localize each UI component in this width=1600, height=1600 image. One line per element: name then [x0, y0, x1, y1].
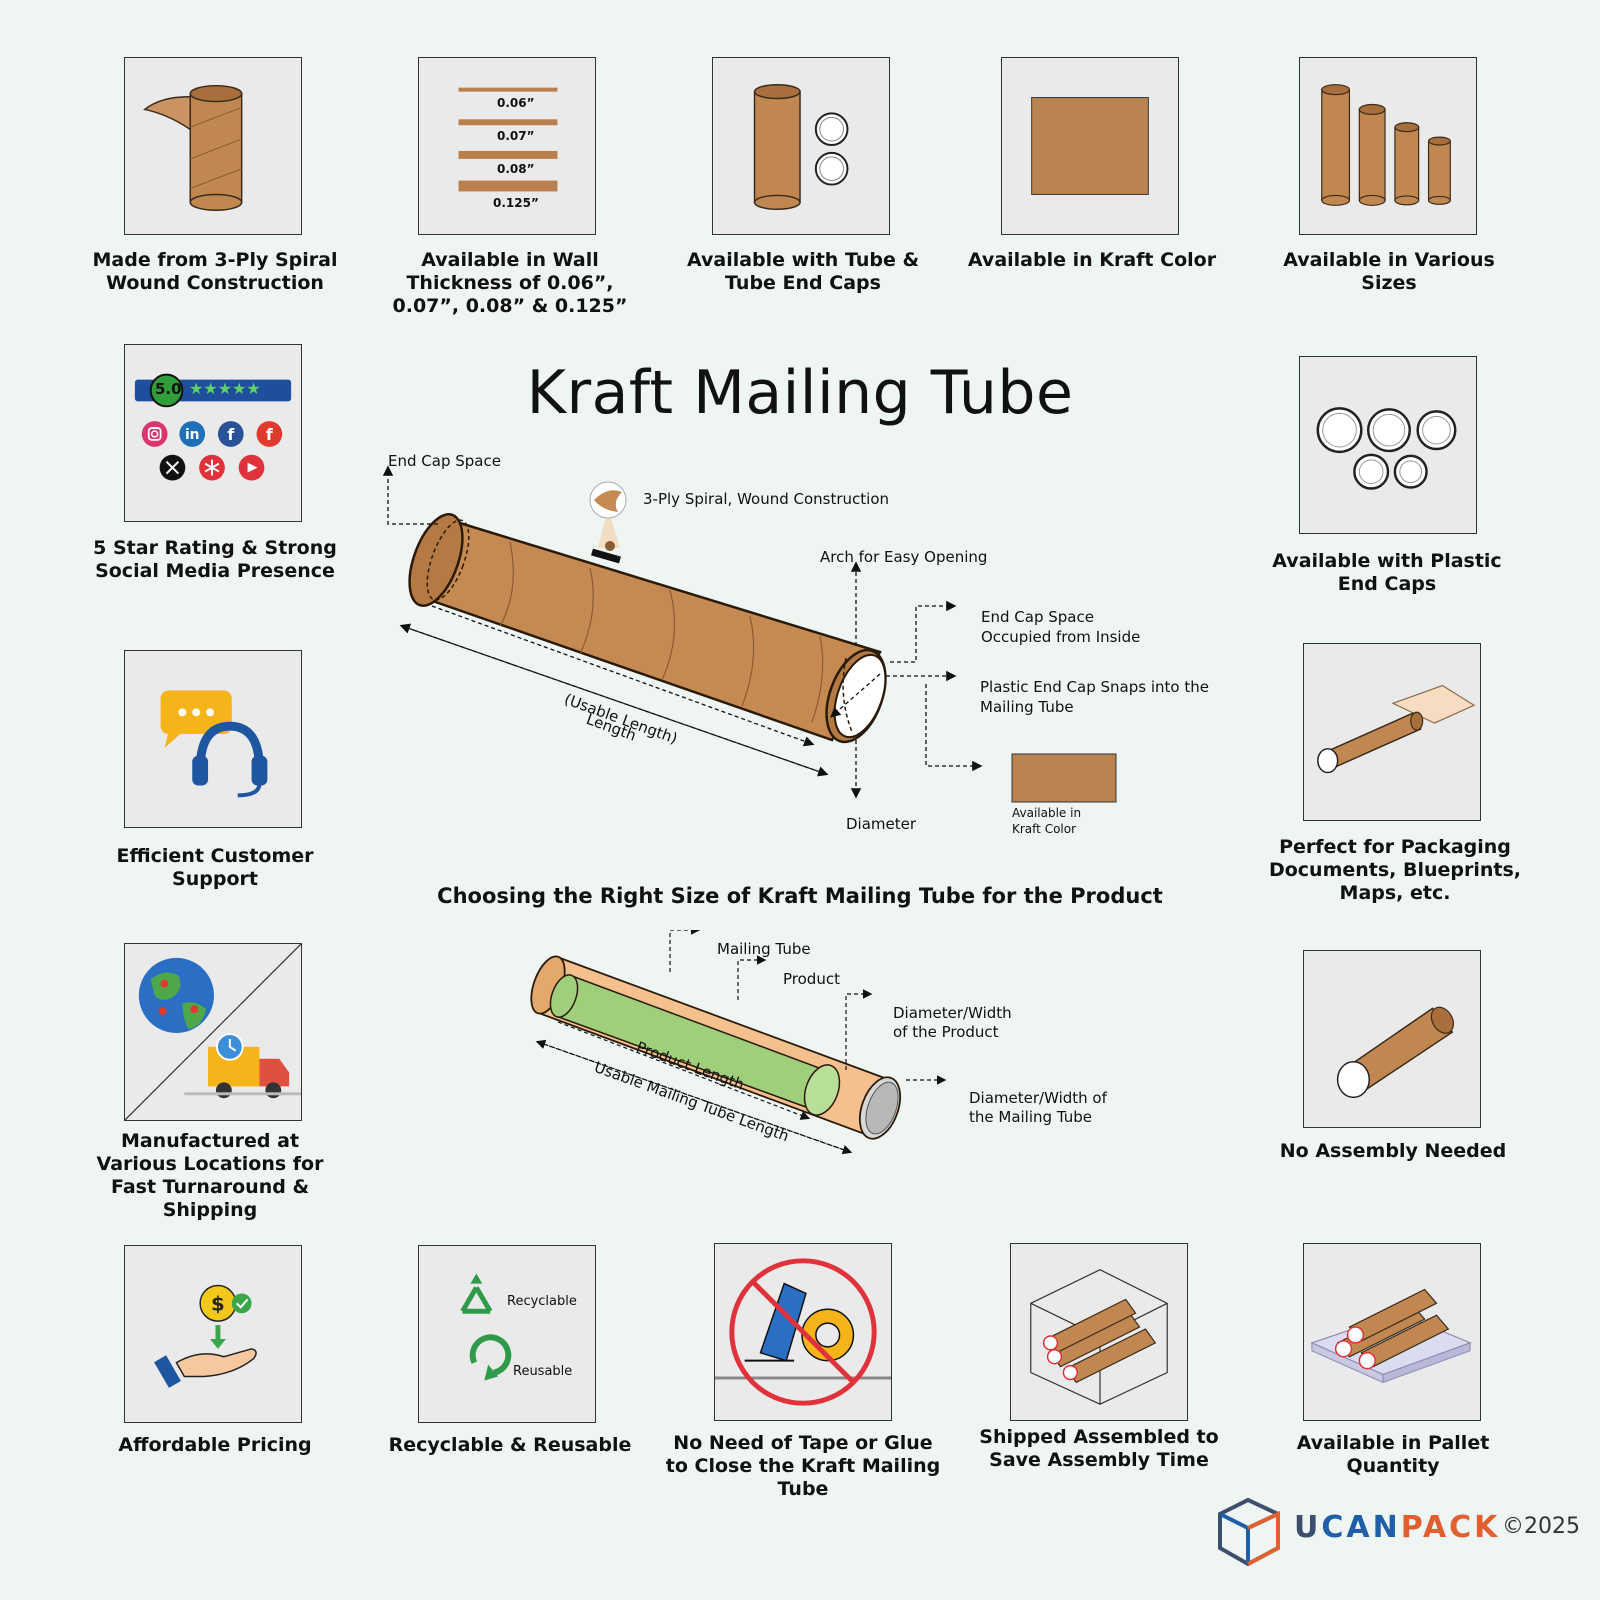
various-sizes-tile — [1299, 57, 1477, 235]
packaging-documents-icon — [1317, 684, 1476, 774]
various-sizes-icon — [1321, 84, 1451, 206]
recycle-tile: Recyclable Reusable — [418, 1245, 596, 1423]
plastic-end-caps-icon — [1316, 407, 1457, 490]
svg-text:$: $ — [211, 1292, 225, 1315]
thickness-label: 0.07” — [497, 129, 535, 143]
rating-value: 5.0 — [155, 380, 182, 398]
occupied-label-1: End Cap Space — [981, 608, 1094, 626]
feature-plastic-caption: Available with Plastic End Caps — [1272, 550, 1502, 595]
sizing-diagram — [530, 930, 947, 1155]
tube-with-caps-icon — [753, 83, 849, 211]
globe-delivery-icon — [125, 944, 301, 1120]
feature-support-caption: Efficient Customer Support — [116, 845, 314, 890]
plastic-caps-tile — [1299, 356, 1477, 534]
thickness-label: 0.08” — [497, 162, 535, 176]
feature-rating-caption: 5 Star Rating & Strong Social Media Pres… — [93, 537, 337, 582]
no-assembly-tile — [1303, 950, 1481, 1128]
wall-thickness-icon — [458, 87, 558, 192]
wall-thickness-tile: 0.06” 0.07” 0.08” 0.125” — [418, 57, 596, 235]
shipped-tile — [1010, 1243, 1188, 1421]
feature-recycle-caption: Recyclable & Reusable — [388, 1434, 632, 1456]
svg-text:f: f — [266, 425, 274, 444]
logo-cube-icon — [1218, 1497, 1280, 1567]
pallet-tile — [1303, 1243, 1481, 1421]
copyright: ©2025 — [1502, 1514, 1580, 1539]
rating-social-icon: in f f — [134, 373, 292, 481]
diam-product-label-2: of the Product — [893, 1023, 999, 1041]
snaps-label-2: Mailing Tube — [980, 698, 1074, 716]
feature-packaging-caption: Perfect for Packaging Documents, Bluepri… — [1268, 836, 1522, 904]
recycle-reuse-icon — [460, 1273, 512, 1381]
feature-shipped-caption: Shipped Assembled to Save Assembly Time — [979, 1426, 1219, 1471]
svg-text:in: in — [185, 427, 200, 443]
mailing-tube-label: Mailing Tube — [717, 940, 811, 958]
kraft-swatch-label-1: Available in — [1012, 806, 1082, 820]
locations-tile — [124, 943, 302, 1121]
pallet-quantity-icon — [1310, 1288, 1472, 1384]
product-label: Product — [783, 970, 840, 988]
support-tile — [124, 650, 302, 828]
svg-text:f: f — [227, 425, 235, 444]
sizing-subtitle: Choosing the Right Size of Kraft Mailing… — [437, 884, 1163, 908]
shipped-assembled-icon — [1030, 1269, 1168, 1405]
feature-spiral-caption: Made from 3-Ply Spiral Wound Constructio… — [92, 249, 338, 294]
feature-pallet-caption: Available in Pallet Quantity — [1296, 1432, 1490, 1477]
kraft-swatch-icon — [1031, 97, 1149, 195]
feature-locations-caption: Manufactured at Various Locations for Fa… — [96, 1130, 324, 1221]
feature-tape-caption: No Need of Tape or Glue to Close the Kra… — [665, 1432, 941, 1500]
feature-endcaps-caption: Available with Tube & Tube End Caps — [686, 249, 920, 294]
kraft-swatch-label-2: Kraft Color — [1012, 822, 1077, 836]
spiral-label: 3-Ply Spiral, Wound Construction — [643, 490, 890, 508]
rating-tile: in f f 5.0 ★★★★★ — [124, 344, 302, 522]
feature-wall-caption: Available in Wall Thickness of 0.06”, 0.… — [392, 249, 628, 317]
snaps-label-1: Plastic End Cap Snaps into the — [980, 678, 1209, 696]
feature-pricing-caption: Affordable Pricing — [118, 1434, 312, 1456]
thickness-label: 0.125” — [493, 196, 539, 210]
logo-text: UCANPACK — [1294, 1510, 1501, 1545]
recyclable-label: Recyclable — [507, 1294, 577, 1309]
spiral-tube-icon — [143, 84, 243, 212]
end-cap-space-label: End Cap Space — [388, 452, 501, 470]
rating-stars: ★★★★★ — [189, 379, 261, 398]
affordable-pricing-icon: $ — [154, 1284, 257, 1388]
single-tube-icon — [1336, 1006, 1455, 1099]
diameter-label: Diameter — [846, 815, 917, 833]
feature-assembly-caption: No Assembly Needed — [1279, 1140, 1507, 1162]
diam-product-label-1: Diameter/Width — [893, 1004, 1012, 1022]
no-tape-glue-icon — [715, 1258, 891, 1406]
no-tape-tile — [714, 1243, 892, 1421]
page-title: Kraft Mailing Tube — [526, 358, 1074, 428]
customer-support-icon — [160, 690, 268, 798]
feature-kraft-caption: Available in Kraft Color — [967, 249, 1217, 271]
spiral-tube-tile — [124, 57, 302, 235]
ucanpack-logo: UCANPACK ©2025 — [1212, 1496, 1592, 1568]
packaging-tile — [1303, 643, 1481, 821]
diam-tube-label-2: the Mailing Tube — [969, 1108, 1092, 1126]
reusable-label: Reusable — [513, 1364, 573, 1379]
tube-anatomy-diagram — [382, 465, 1117, 803]
kraft-color-tile — [1001, 57, 1179, 235]
diam-tube-label-1: Diameter/Width of — [969, 1089, 1107, 1107]
occupied-label-2: Occupied from Inside — [981, 628, 1141, 646]
end-caps-tile — [712, 57, 890, 235]
feature-sizes-caption: Available in Various Sizes — [1283, 249, 1495, 294]
thickness-label: 0.06” — [497, 96, 535, 110]
pricing-tile: $ — [124, 1245, 302, 1423]
arch-label: Arch for Easy Opening — [820, 548, 988, 566]
